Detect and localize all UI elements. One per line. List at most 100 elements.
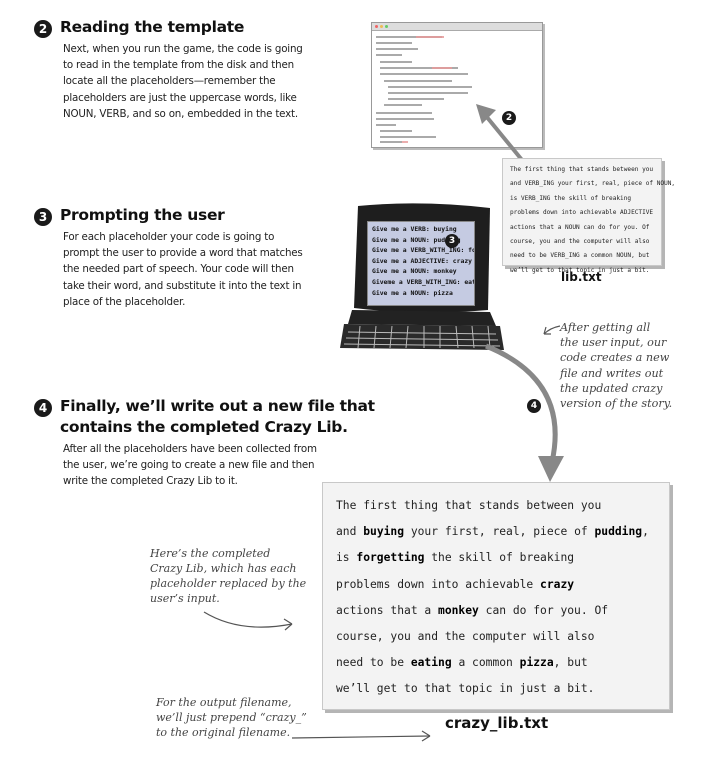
output-text-segment: problems down into achievable	[336, 577, 541, 591]
note-line: version of the story.	[560, 397, 673, 411]
filled-word: pudding	[594, 525, 643, 539]
text-line: For each placeholder your code is going …	[63, 231, 275, 243]
write-arrow	[485, 343, 564, 482]
output-text-segment: the skill of breaking	[424, 551, 575, 565]
step-3-marker: 3	[445, 234, 459, 248]
note-line: the updated crazy	[560, 381, 663, 395]
section-4-text: After all the placeholders have been col…	[63, 441, 317, 490]
output-text-segment: course, you and the computer will also	[336, 630, 595, 644]
note-line: Crazy Lib, which has each	[150, 562, 297, 575]
text-line: take their word, and substitute it into …	[63, 279, 302, 292]
output-text-segment: ,	[642, 525, 649, 539]
terminal-line: Give me a ADJECTIVE: crazy	[372, 256, 473, 265]
note-line: to the original filename.	[156, 726, 291, 739]
section-4-title: Finally, we’ll write out a new file that…	[60, 396, 375, 438]
output-text-segment: , but	[553, 656, 588, 670]
output-line: we’ll get to that topic in just a bit.	[336, 676, 649, 702]
text-line: write the completed Crazy Lib to it.	[63, 475, 238, 488]
output-text-segment: can do for you. Of	[478, 603, 609, 617]
terminal-line: Give me a NOUN: monkey	[372, 267, 457, 276]
note-line: placeholder replaced by the	[150, 577, 307, 590]
title-line: Finally, we’ll write out a new file that	[60, 397, 375, 415]
step-2-marker: 2	[502, 111, 516, 125]
section-2-text: Next, when you run the game, the code is…	[63, 41, 303, 122]
section-3-title: Prompting the user	[60, 206, 225, 224]
code-editor-thumbnail	[371, 22, 543, 148]
terminal-line: Give me a VERB: buying	[372, 225, 457, 233]
note-line: For the output filename,	[156, 696, 292, 709]
text-line: placeholders are just the uppercase word…	[63, 91, 297, 104]
filename-note: For the output filename, we’ll just prep…	[156, 695, 307, 740]
template-line: need to be VERB_ING a common NOUN, but	[510, 252, 650, 260]
output-filename: crazy_lib.txt	[445, 714, 549, 732]
output-line: actions that a monkey can do for you. Of	[336, 598, 649, 624]
completed-note: Here’s the completed Crazy Lib, which ha…	[150, 546, 306, 606]
terminal-line: Give me a NOUN: pudding	[372, 235, 461, 244]
title-line: contains the completed Crazy Lib.	[60, 418, 348, 436]
template-line: actions that a NOUN can do for you. Of	[510, 223, 650, 231]
output-line: problems down into achievable crazy	[336, 572, 649, 598]
text-line: After all the placeholders have been col…	[63, 443, 317, 455]
output-text-segment: need to be	[336, 656, 411, 670]
output-text-segment: your first, real, piece of	[404, 525, 595, 539]
output-line: course, you and the computer will also	[336, 624, 649, 650]
note-line: the user input, our	[560, 336, 667, 350]
output-text-segment: actions that a	[336, 603, 439, 617]
terminal-line: Give me a VERB_WITH_ING: forgetting	[372, 246, 474, 255]
step-2-badge: 2	[34, 20, 52, 38]
filled-word: pizza	[519, 656, 554, 670]
terminal-line: Giveme a VERB_WITH_ING: eating	[372, 277, 475, 286]
output-text-segment: The first thing that stands between you	[336, 499, 602, 512]
text-line: the needed part of speech. Your code wil…	[63, 263, 294, 276]
template-file-text: The first thing that stands between you …	[510, 163, 675, 278]
output-line: is forgetting the skill of breaking	[336, 545, 649, 571]
terminal-line: Give me a NOUN: pizza	[372, 288, 453, 297]
filled-word: crazy	[540, 577, 575, 591]
output-file-box: The first thing that stands between you a…	[322, 482, 670, 710]
text-line: the user, we’re going to create a new fi…	[63, 459, 315, 472]
note-line: After getting all	[560, 321, 651, 334]
output-text-segment: we’ll get to that topic in just a bit.	[336, 682, 595, 696]
output-line: and buying your first, real, piece of pu…	[336, 519, 649, 545]
text-line: NOUN, VERB, and so on, embedded in the t…	[63, 107, 298, 120]
note-line: code creates a new	[560, 351, 670, 365]
section-2-title: Reading the template	[60, 18, 245, 36]
note-line: file and writes out	[560, 366, 664, 380]
code-lines-graphic	[376, 36, 472, 143]
template-line: is VERB_ING the skill of breaking	[510, 194, 632, 202]
step-3-badge: 3	[34, 208, 52, 226]
window-titlebar	[372, 23, 542, 31]
output-text-segment: a common	[451, 656, 520, 670]
filename-note-arrow	[291, 730, 431, 742]
text-line: place of the placeholder.	[63, 295, 186, 308]
after-input-note: After getting all the user input, our co…	[560, 320, 672, 411]
text-line: prompt the user to provide a word that m…	[63, 247, 303, 260]
output-line: need to be eating a common pizza, but	[336, 650, 649, 676]
template-line: problems down into achievable ADJECTIVE	[510, 209, 654, 217]
note-line: we’ll just prepend “crazy_”	[156, 711, 307, 724]
filled-word: eating	[410, 656, 452, 670]
section-3-text: For each placeholder your code is going …	[63, 229, 303, 310]
terminal-screen: Give me a VERB: buying Give me a NOUN: p…	[367, 221, 475, 306]
filled-word: forgetting	[356, 551, 425, 565]
note-line: user’s input.	[150, 592, 220, 605]
text-line: locate all the placeholders—remember the	[63, 75, 276, 88]
note-line: Here’s the completed	[150, 547, 271, 560]
template-filename: lib.txt	[561, 270, 602, 284]
completed-note-arrow	[203, 611, 293, 631]
output-text-segment: and	[336, 525, 364, 539]
output-line: The first thing that stands between you	[336, 493, 649, 519]
filled-word: monkey	[438, 603, 479, 617]
output-text-segment: is	[336, 551, 357, 565]
output-file-text: The first thing that stands between you a…	[336, 493, 649, 703]
read-arrow	[476, 104, 524, 162]
filled-word: buying	[363, 525, 405, 539]
step-4-badge: 4	[34, 399, 52, 417]
text-line: Next, when you run the game, the code is…	[63, 43, 303, 55]
template-line: course, you and the computer will also	[510, 238, 650, 246]
template-line: The first thing that stands between you	[510, 166, 654, 173]
text-line: to read in the template from the disk an…	[63, 59, 294, 72]
step-4-marker: 4	[527, 399, 541, 413]
annotation-arrow	[543, 325, 561, 335]
template-line: and VERB_ING your first, real, piece of …	[510, 180, 676, 188]
